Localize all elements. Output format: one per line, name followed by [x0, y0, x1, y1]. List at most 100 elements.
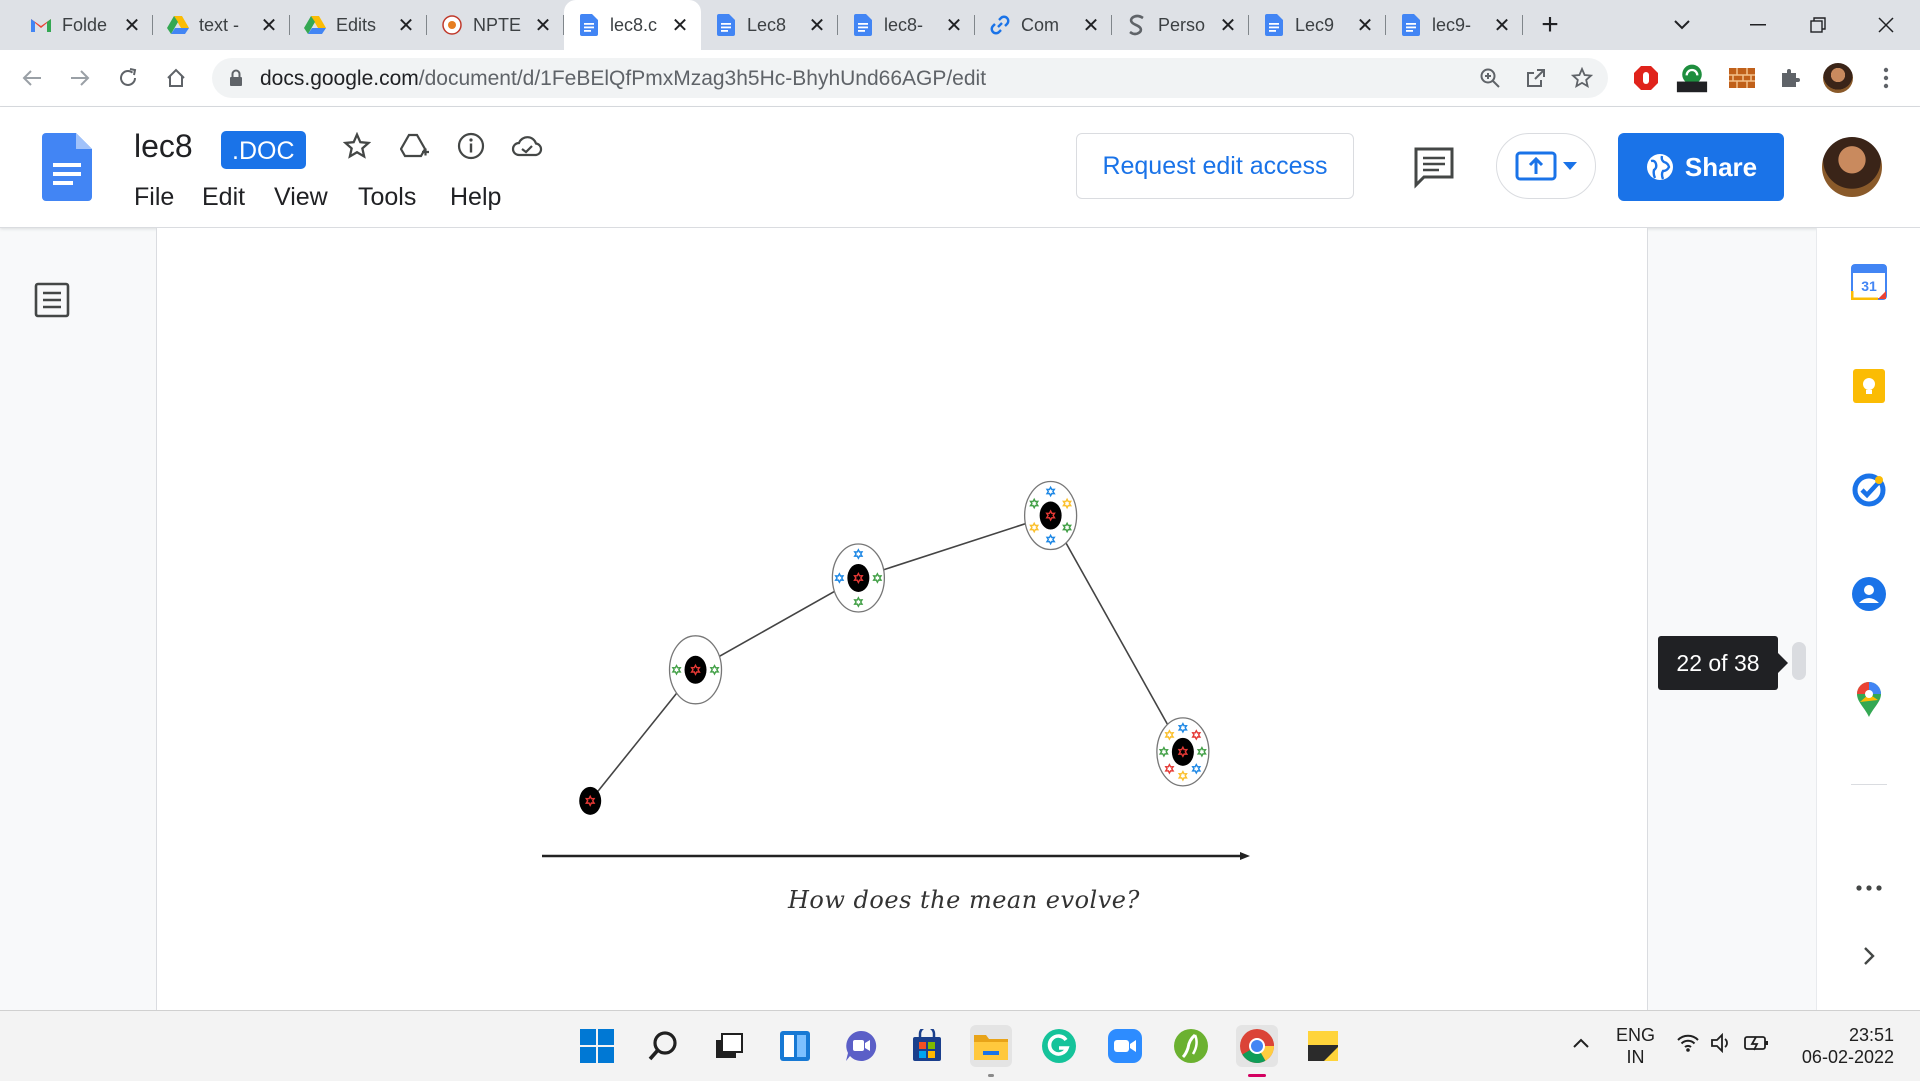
tab-search-button[interactable]: [1662, 0, 1702, 50]
menu-view[interactable]: View: [274, 183, 328, 211]
restore-button[interactable]: [1790, 0, 1846, 50]
docs-home-button[interactable]: [42, 133, 92, 201]
move-to-drive-button[interactable]: [398, 129, 432, 163]
tab-title: lec9-: [1432, 14, 1472, 35]
stop-hand-icon: [1634, 66, 1658, 90]
document-outline-button[interactable]: [34, 282, 74, 322]
bookmark-button[interactable]: [1568, 64, 1596, 92]
present-button[interactable]: [1496, 133, 1596, 199]
address-bar[interactable]: docs.google.com/document/d/1FeBElQfPmxMz…: [212, 58, 1608, 98]
reload-button[interactable]: [112, 62, 144, 94]
running-indicator: [988, 1074, 994, 1077]
start-button[interactable]: [576, 1025, 618, 1067]
chrome-taskbar-button[interactable]: [1236, 1025, 1278, 1077]
close-tab-icon[interactable]: ✕: [945, 14, 963, 37]
back-button[interactable]: [16, 62, 48, 94]
chrome-menu-button[interactable]: [1870, 62, 1902, 94]
expand-side-panel-button[interactable]: [1849, 936, 1889, 976]
menu-help[interactable]: Help: [450, 183, 502, 211]
brick-extension[interactable]: [1726, 62, 1758, 94]
comment-history-button[interactable]: [1412, 145, 1456, 189]
browser-tab[interactable]: Lec8✕: [701, 0, 838, 50]
more-addons-button[interactable]: [1849, 868, 1889, 908]
browser-tab[interactable]: Perso✕: [1112, 0, 1249, 50]
forward-button[interactable]: [64, 62, 96, 94]
star-outline-icon: [1571, 67, 1593, 89]
minimize-button[interactable]: [1730, 0, 1786, 50]
maps-app[interactable]: [1849, 680, 1889, 720]
browser-tab[interactable]: text -✕: [153, 0, 290, 50]
close-tab-icon[interactable]: ✕: [260, 14, 278, 37]
menu-edit[interactable]: Edit: [202, 183, 246, 211]
profile-button[interactable]: [1822, 62, 1854, 94]
sticky-notes-button[interactable]: [1302, 1025, 1344, 1067]
close-window-button[interactable]: [1858, 0, 1914, 50]
browser-tab[interactable]: lec8.c✕: [564, 0, 701, 50]
keep-app[interactable]: [1849, 366, 1889, 406]
cloud-done-icon: [511, 136, 543, 157]
menu-tools[interactable]: Tools: [358, 183, 417, 211]
close-tab-icon[interactable]: ✕: [1219, 14, 1237, 37]
url-text: docs.google.com/document/d/1FeBElQfPmxMz…: [260, 67, 986, 91]
arrow-right-icon: [71, 70, 90, 86]
new-tab-button[interactable]: +: [1530, 0, 1570, 50]
close-tab-icon[interactable]: ✕: [1082, 14, 1100, 37]
close-tab-icon[interactable]: ✕: [671, 14, 689, 37]
contacts-app[interactable]: [1849, 574, 1889, 614]
input-language-indicator[interactable]: ENG IN: [1616, 1024, 1655, 1068]
evernote-button[interactable]: [1170, 1025, 1212, 1067]
document-page[interactable]: [156, 228, 1648, 1010]
extensions-button[interactable]: [1774, 62, 1806, 94]
zoom-button[interactable]: [1476, 64, 1504, 92]
task-view-button[interactable]: [708, 1025, 750, 1067]
taskbar-search-button[interactable]: [642, 1025, 684, 1067]
calendar-app[interactable]: 31: [1849, 262, 1889, 302]
zoom-app-button[interactable]: [1104, 1025, 1146, 1067]
close-tab-icon[interactable]: ✕: [808, 14, 826, 37]
close-tab-icon[interactable]: ✕: [1356, 14, 1374, 37]
microsoft-store-button[interactable]: [906, 1025, 948, 1067]
scrollbar-thumb[interactable]: [1792, 642, 1806, 680]
file-explorer-button[interactable]: [970, 1025, 1012, 1077]
show-hidden-icons-button[interactable]: [1572, 1037, 1590, 1049]
beta-extension[interactable]: BETA: [1676, 62, 1708, 107]
share-page-button[interactable]: [1522, 64, 1550, 92]
adblock-extension[interactable]: [1630, 62, 1662, 94]
tab-separator: [1522, 15, 1523, 35]
system-tray[interactable]: [1676, 1033, 1770, 1053]
tasks-icon: [1852, 473, 1886, 507]
browser-tab[interactable]: Edits✕: [290, 0, 427, 50]
browser-tab[interactable]: Com✕: [975, 0, 1112, 50]
menu-file[interactable]: File: [134, 183, 175, 211]
battery-charging-icon: [1744, 1036, 1768, 1051]
browser-tab[interactable]: lec9- ✕: [1386, 0, 1523, 50]
widgets-button[interactable]: [774, 1025, 816, 1067]
windows-start-icon: [580, 1029, 614, 1063]
close-tab-icon[interactable]: ✕: [534, 14, 552, 37]
browser-tab[interactable]: Folde✕: [16, 0, 153, 50]
comment-icon: [1414, 147, 1454, 189]
teams-chat-icon: [846, 1030, 877, 1061]
request-edit-access-button[interactable]: Request edit access: [1076, 133, 1354, 199]
task-view-icon: [716, 1033, 743, 1058]
teams-chat-button[interactable]: [840, 1025, 882, 1067]
home-button[interactable]: [160, 62, 192, 94]
browser-tab[interactable]: lec8-✕: [838, 0, 975, 50]
grammarly-button[interactable]: [1038, 1025, 1080, 1067]
close-tab-icon[interactable]: ✕: [123, 14, 141, 37]
tasks-app[interactable]: [1849, 470, 1889, 510]
share-button[interactable]: Share: [1618, 133, 1784, 201]
star-button[interactable]: [340, 129, 374, 163]
browser-tab[interactable]: Lec9✕: [1249, 0, 1386, 50]
browser-tab[interactable]: NPTE✕: [427, 0, 564, 50]
side-panel-divider: [1851, 784, 1887, 785]
close-tab-icon[interactable]: ✕: [1493, 14, 1511, 37]
windows-taskbar: ENG IN 23:51 06-02-2022: [0, 1010, 1920, 1081]
details-button[interactable]: [454, 129, 488, 163]
outline-icon: [34, 282, 70, 318]
taskbar-clock[interactable]: 23:51 06-02-2022: [1778, 1024, 1894, 1068]
account-avatar[interactable]: [1822, 137, 1882, 197]
close-tab-icon[interactable]: ✕: [397, 14, 415, 37]
save-status-button[interactable]: [510, 129, 544, 163]
document-title[interactable]: lec8: [134, 128, 193, 164]
